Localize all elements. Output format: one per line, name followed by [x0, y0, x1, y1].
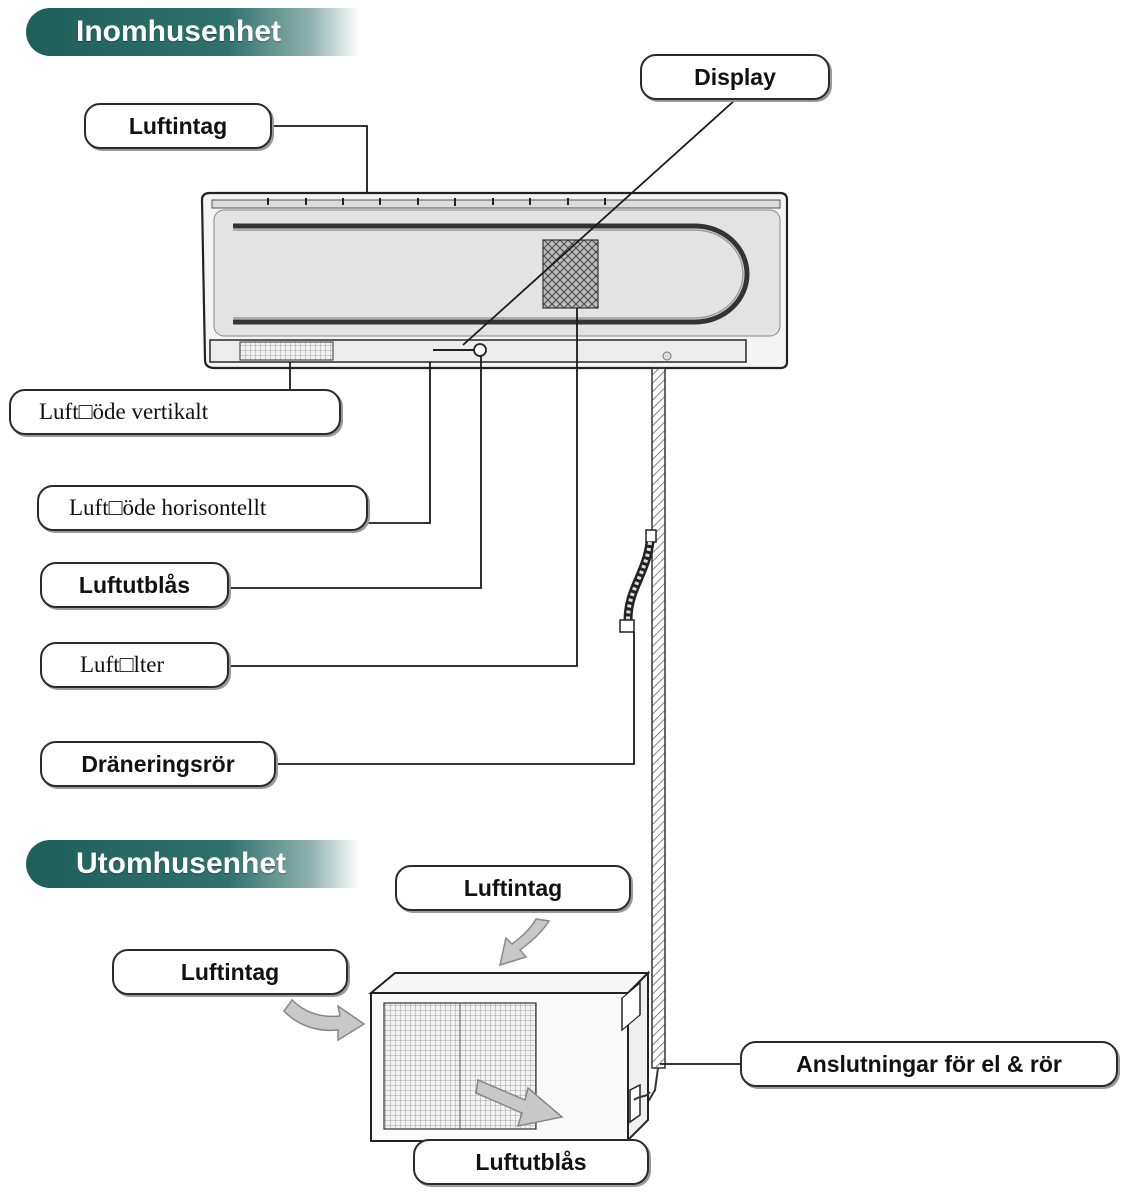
label-airflow-horizontal: Luft□öde horisontellt [37, 485, 368, 531]
label-indoor-air-outlet: Luftutblås [40, 562, 229, 608]
leader-display [462, 99, 736, 346]
section-indoor-title: Inomhusenhet [26, 8, 360, 56]
label-indoor-air-intake: Luftintag [84, 103, 272, 149]
label-air-filter: Luft□lter [40, 642, 229, 688]
leader-indoor-air-intake [271, 125, 368, 193]
label-display: Display [640, 54, 830, 100]
label-outdoor-air-intake-left: Luftintag [112, 949, 348, 995]
label-drain-pipe: Dräneringsrör [40, 741, 276, 787]
arrow-outlet [475, 1078, 564, 1127]
label-connections: Anslutningar för el & rör [740, 1041, 1118, 1087]
leader-air-filter [228, 308, 578, 667]
air-arrows [283, 918, 564, 1127]
leader-air-outlet [228, 356, 482, 589]
section-outdoor-title: Utomhusenhet [26, 840, 360, 888]
leader-airflow-horizontal [367, 362, 431, 524]
label-outdoor-air-outlet: Luftutblås [413, 1139, 649, 1185]
outdoor-unit [368, 970, 651, 1143]
arrow-intake-top [498, 918, 551, 967]
leader-drain-pipe [275, 632, 635, 765]
arrow-intake-left [283, 998, 366, 1042]
indoor-unit [200, 191, 789, 370]
label-outdoor-air-intake-top: Luftintag [395, 865, 631, 911]
connecting-pipe [645, 367, 666, 1106]
leader-lines [228, 99, 740, 1065]
label-airflow-vertical: Luft□öde vertikalt [9, 389, 341, 435]
drain-hose [619, 529, 657, 633]
